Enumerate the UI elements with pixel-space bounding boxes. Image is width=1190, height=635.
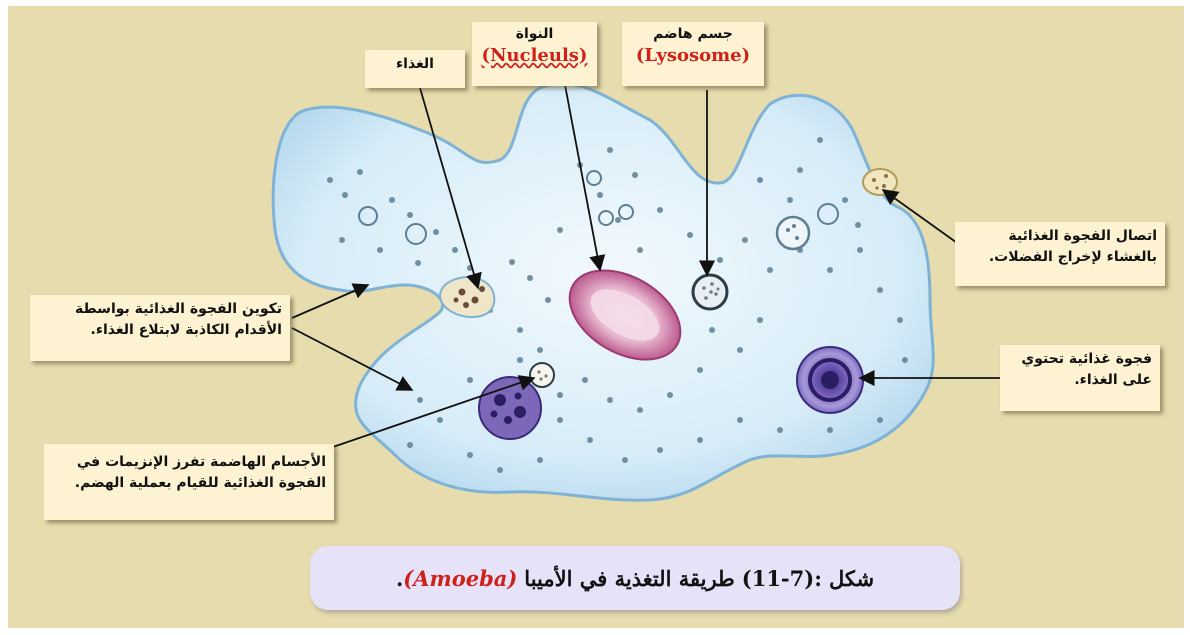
label-lysosome: جسم هاضم (Lysosome) <box>622 22 764 86</box>
pseudopodia-line1: تكوين الفجوة الغذائية بواسطة <box>38 299 282 320</box>
label-nucleus: النواة (Nucleuls) <box>472 22 597 86</box>
caption-number: (11-7): <box>742 566 822 591</box>
caption-title: طريقة التغذية في الأميبا <box>524 566 734 591</box>
food-vacuole-line1: فجوة غذائية تحتوي <box>1008 349 1152 370</box>
enzymes-line1: الأجسام الهاضمة تفرز الإنزيمات في <box>52 452 326 473</box>
nucleus-english: (Nucleuls) <box>480 45 589 66</box>
pseudopodia-line2: الأقدام الكاذبة لابتلاع الغذاء. <box>38 320 282 341</box>
enzymes-line2: الفجوة الغذائية للقيام بعملية الهضم. <box>52 473 326 494</box>
label-food: الغذاء <box>365 50 465 88</box>
label-vacuole-membrane: اتصال الفجوة الغذائية بالغشاء لإخراج الف… <box>955 222 1165 286</box>
food-vacuole-right <box>797 347 863 413</box>
label-food-vacuole: فجوة غذائية تحتوي على الغذاء. <box>1000 345 1160 411</box>
label-pseudopodia: تكوين الفجوة الغذائية بواسطة الأقدام الك… <box>30 295 290 361</box>
lysosome <box>693 275 727 309</box>
waste-vacuole <box>863 169 897 195</box>
figure-caption: شكل (11-7): طريقة التغذية في الأميبا (Am… <box>310 546 960 610</box>
label-enzymes: الأجسام الهاضمة تفرز الإنزيمات في الفجوة… <box>44 444 334 520</box>
nucleus-arabic: النواة <box>516 26 554 42</box>
ring-vacuole <box>777 217 809 249</box>
lysosome-english: (Lysosome) <box>630 45 756 66</box>
vacuole-membrane-line2: بالغشاء لإخراج الفضلات. <box>963 247 1157 268</box>
label-food-text: الغذاء <box>396 56 434 72</box>
food-vacuole-line2: على الغذاء. <box>1008 370 1152 391</box>
caption-latin: (Amoeba) <box>403 566 517 591</box>
vacuole-membrane-line1: اتصال الفجوة الغذائية <box>963 226 1157 247</box>
small-lysosome <box>530 363 554 387</box>
caption-prefix: شكل <box>829 566 874 591</box>
caption-end: . <box>396 566 403 591</box>
lysosome-arabic: جسم هاضم <box>653 26 733 42</box>
